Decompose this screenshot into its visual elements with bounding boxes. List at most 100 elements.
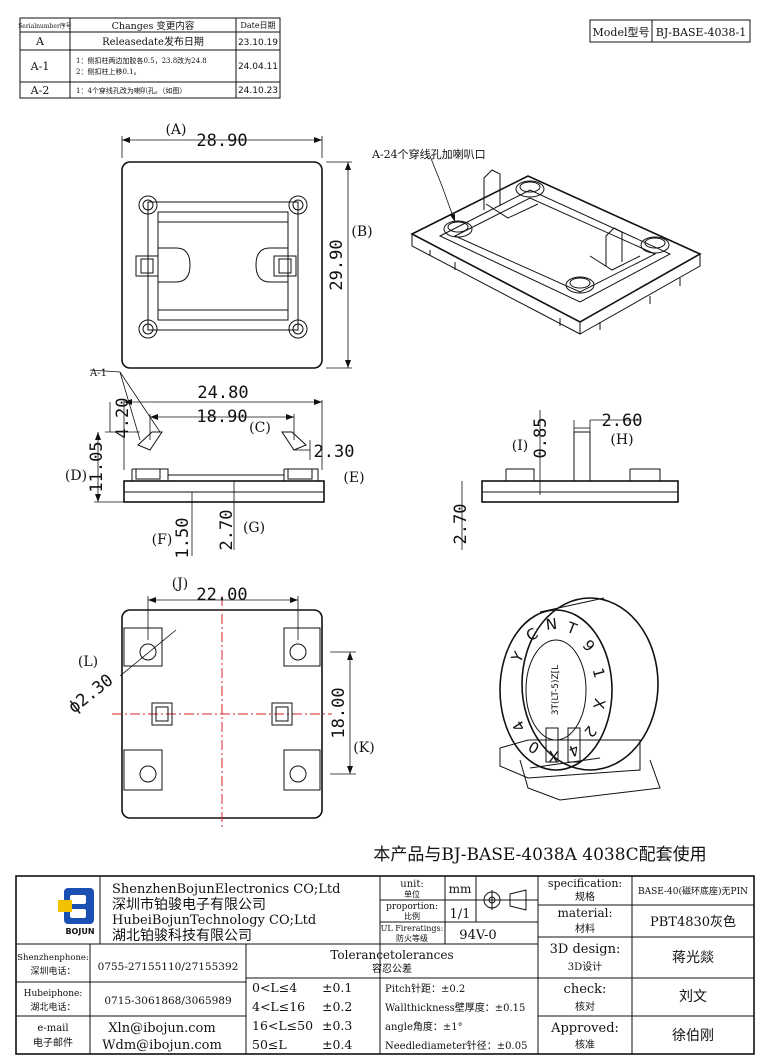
- rev-row-serial: A-1: [30, 60, 50, 73]
- tolerance-value: ±0.3: [322, 1018, 352, 1033]
- spec-label-cn: 规格: [575, 890, 595, 903]
- rev-header-changes: Changes 变更内容: [112, 20, 195, 32]
- callout-a24: A-24个穿线孔加喇叭口: [371, 147, 486, 161]
- material-value: PBT4830灰色: [650, 914, 736, 930]
- tolerance-range: 0<L≤4: [252, 980, 297, 995]
- rev-row-date: 24.04.11: [238, 62, 278, 72]
- bottom-view: 22.00 (J) 18.00 (K) (L) ϕ2.30: [65, 576, 375, 830]
- tolerance-value: ±0.2: [322, 999, 352, 1014]
- compat-note: 本产品与BJ-BASE-4038A 4038C配套使用: [373, 844, 706, 865]
- proportion-value: 1/1: [450, 907, 471, 922]
- tolerance-range: 50≤L: [252, 1037, 287, 1052]
- dim-label-g: (G): [243, 520, 265, 536]
- contact-label-cn: 深圳电话：: [30, 965, 75, 977]
- dim-label-f: (F): [152, 532, 173, 548]
- title-block: BOJUN ShenzhenBojunElectronics CO;Ltd 深圳…: [15, 875, 755, 1055]
- tolerance-range: 16<L≤50: [252, 1018, 313, 1033]
- coil-ring-char: 9: [579, 636, 599, 655]
- isometric-view: A-24个穿线孔加喇叭口: [371, 147, 702, 335]
- rev-row-serial: A-2: [30, 84, 50, 97]
- dim-value-h: 2.60: [602, 411, 643, 431]
- dim-value-g: 2.70: [217, 510, 237, 551]
- contact-label-en: e-mail: [37, 1023, 68, 1034]
- model-label: Model型号: [593, 25, 650, 39]
- design-label-cn: 3D设计: [568, 960, 602, 973]
- contact-label-cn: 湖北电话：: [30, 1001, 75, 1013]
- company-cn-1: 深圳市铂骏电子有限公司: [112, 896, 266, 913]
- unit-label-cn: 单位: [404, 889, 420, 899]
- contact-value: 0715-3061868/3065989: [104, 995, 231, 1007]
- dim-label-h: (H): [610, 432, 633, 448]
- revision-table: Serialnumber序号 Changes 变更内容 Date日期 A Rel…: [18, 17, 281, 99]
- design-value: 蒋光燚: [672, 950, 714, 966]
- rev-row-serial: A: [35, 35, 45, 48]
- approved-value: 徐伯刚: [672, 1028, 714, 1044]
- tolerance-spec: angle角度：±1°: [385, 1020, 463, 1033]
- dim-label-l: (L): [78, 654, 98, 670]
- dim-value-side-height: 4.20: [113, 398, 133, 439]
- dim-value-pin-width: 2.30: [314, 442, 355, 462]
- rev-row-change: Releasedate发布日期: [102, 35, 204, 48]
- top-view: (A) 28.90 (B) 29.90: [121, 122, 373, 369]
- email-value-2: Wdm@ibojun.com: [102, 1038, 222, 1053]
- dim-value-b: 29.90: [327, 239, 347, 290]
- company-cn-2: 湖北铂骏科技有限公司: [112, 928, 252, 944]
- tolerance-spec: Wallthickness壁厚度：±0.15: [385, 1001, 525, 1014]
- spec-label-en: specification:: [548, 877, 622, 890]
- fire-label-cn: 防火等级: [396, 933, 428, 943]
- rev-row-date: 24.10.23: [238, 86, 278, 96]
- coil-ring-char: 1: [589, 666, 609, 680]
- fire-value: 94V-0: [459, 928, 496, 943]
- dim-value-k: 18.00: [329, 687, 349, 738]
- rev-row-change: 1：侧扣柱两边加胶各0.5，23.8改为24.8: [76, 56, 207, 65]
- rev-row-date: 23.10.19: [238, 38, 278, 48]
- coil-ring-char: T: [563, 618, 580, 639]
- projection-symbol-icon: [482, 889, 527, 911]
- model-box: Model型号 BJ-BASE-4038-1: [589, 19, 751, 43]
- dim-label-e: (E): [343, 470, 364, 486]
- check-label-en: check:: [564, 982, 607, 997]
- spec-value: BASE-40(磁环底座)无PIN: [638, 885, 748, 897]
- dim-label-b: (B): [351, 224, 372, 240]
- coil-ring-char: X: [548, 747, 559, 766]
- coil-ring-char: 4: [509, 717, 529, 735]
- dim-value-a: 28.90: [196, 131, 247, 151]
- tolerance-value: ±0.1: [322, 980, 352, 995]
- rev-header-serial: Serialnumber序号: [18, 22, 72, 30]
- proportion-label-cn: 比例: [404, 911, 420, 921]
- dim-value-f: 1.50: [173, 518, 193, 559]
- tolerance-spec: Pitch针距：±0.2: [385, 982, 465, 995]
- coil-ring-char: 2: [580, 722, 600, 741]
- coil-label: 3T(LT-5)Z[L: [551, 665, 561, 715]
- check-label-cn: 核对: [575, 1000, 595, 1013]
- dim-label-d: (D): [65, 468, 87, 484]
- coil-ring-char: N: [545, 615, 558, 634]
- company-en-2: HubeiBojunTechnology CO;Ltd: [112, 913, 316, 928]
- unit-label-en: unit:: [400, 879, 423, 890]
- rev-row-change: 2：侧扣柱上移0.1。: [76, 67, 141, 76]
- rev-row-change: 1：4个穿线孔改为喇叭孔。（如图）: [76, 86, 186, 95]
- dim-label-c: (C): [249, 420, 271, 436]
- tolerance-title-cn: 容忍公差: [372, 962, 412, 975]
- dim-label-k: (K): [353, 740, 374, 756]
- check-value: 刘文: [679, 989, 707, 1005]
- dim-label-i: (I): [512, 438, 528, 454]
- material-label-en: material:: [557, 906, 612, 920]
- dim-value-j: 22.00: [196, 585, 247, 605]
- tolerance-range: 4<L≤16: [252, 999, 305, 1014]
- coil-ring-char: X: [589, 697, 609, 711]
- design-label-en: 3D design:: [550, 942, 621, 957]
- dim-value-d: 11.05: [87, 441, 107, 492]
- contact-label-cn: 电子邮件: [33, 1036, 73, 1049]
- coil-ring-char: Y: [507, 648, 528, 667]
- tolerance-spec: Needlediameter针径：±0.05: [385, 1039, 527, 1052]
- contact-value: 0755-27155110/27155392: [98, 961, 239, 973]
- dim-value-l: ϕ2.30: [65, 670, 118, 717]
- dim-label-a: (A): [165, 122, 186, 138]
- unit-value: mm: [449, 882, 472, 896]
- dim-value-top-width: 24.80: [197, 383, 248, 403]
- callout-a1: A-1: [89, 368, 107, 379]
- approved-label-cn: 核准: [575, 1038, 595, 1051]
